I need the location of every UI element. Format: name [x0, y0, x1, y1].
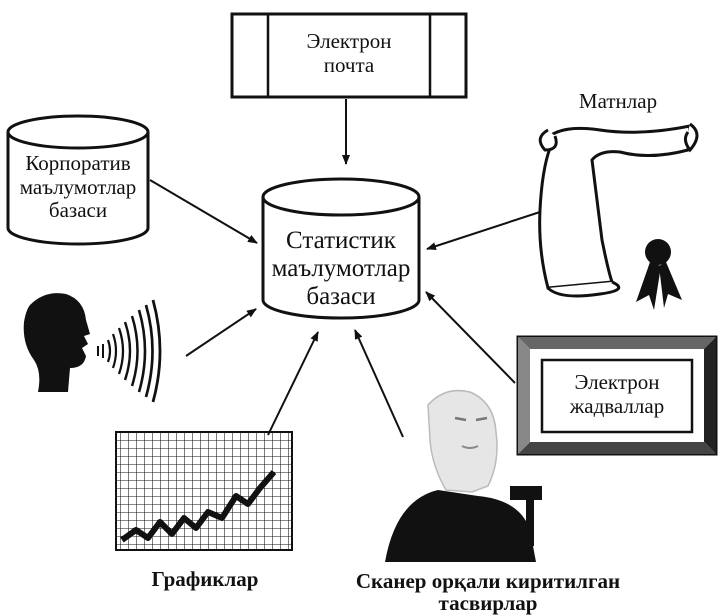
arrow-spreadsheets-to-db: [425, 291, 516, 384]
arrow-scanned-to-db: [354, 329, 404, 438]
arrow-charts-to-db: [267, 331, 319, 436]
statistical-db-label-line3: базаси: [306, 283, 376, 310]
statistical-db-label-line2: маълумотлар: [271, 255, 411, 282]
statistical-db-label-line1: Статистик: [286, 227, 396, 254]
scanned-images-caption-line1: Сканер орқали киритилган: [355, 569, 621, 593]
speaking-head-icon: [23, 293, 162, 403]
spreadsheets-label: Электрон жадваллар: [542, 370, 692, 418]
corporate-db-label-line3: базаси: [48, 198, 108, 223]
spreadsheets-label-line2: жадваллар: [569, 393, 665, 418]
arrow-texts-to-db: [426, 211, 541, 251]
statistical-db-cylinder: [261, 177, 421, 320]
spreadsheets-label-line1: Электрон: [574, 370, 660, 394]
portrait-image-icon: [385, 389, 542, 562]
graph-paper-icon: [115, 431, 293, 551]
scanned-images-caption: Сканер орқали киритилган тасвирлар: [338, 570, 638, 614]
corporate-db-label-line1: Корпоратив: [25, 151, 131, 175]
spreadsheets-box: [516, 335, 718, 456]
email-label-line2: почта: [323, 52, 375, 77]
texts-label: Матнлар: [578, 89, 658, 113]
email-label: Электрон почта: [268, 29, 430, 77]
scanned-images-caption-line2: тасвирлар: [438, 591, 538, 616]
statistical-db-label: Статистик маълумотлар базаси: [263, 227, 419, 311]
email-box: [230, 12, 468, 99]
charts-caption: Графиклар: [151, 567, 259, 591]
corporate-db-cylinder: [6, 114, 150, 246]
email-label-line1: Электрон: [306, 29, 392, 53]
arrow-corporate-to-db: [149, 179, 258, 244]
corporate-db-label: Корпоратив маълумотлар базаси: [6, 151, 150, 223]
corporate-db-label-line2: маълумотлар: [19, 174, 137, 199]
scroll-certificate-icon: [538, 122, 699, 310]
flow-arrows: [149, 99, 541, 438]
arrow-voice-to-db: [185, 308, 257, 357]
